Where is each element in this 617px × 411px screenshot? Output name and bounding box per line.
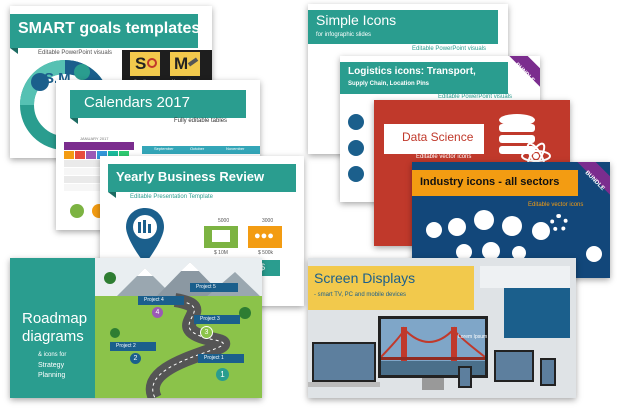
review-banner	[108, 164, 296, 192]
pin-3: 3	[200, 326, 213, 339]
calendars-month: JANUARY 2017	[80, 136, 109, 141]
industry-subtitle: Editable vector icons	[528, 202, 584, 208]
review-value-3: $ 10M	[214, 250, 228, 256]
calendars-month-2: October	[190, 146, 205, 151]
screens-lorem: Lorem Ipsum	[458, 334, 488, 340]
datasci-title: Data Science	[402, 130, 474, 144]
screens-subtitle: - smart TV, PC and mobile devices	[314, 292, 407, 298]
roadmap-illustration	[95, 262, 262, 398]
screens-banner	[308, 266, 474, 310]
ship-icon	[348, 140, 364, 156]
smart-tile-m: M	[170, 52, 200, 76]
database-icon	[499, 114, 535, 154]
money-bag-icon: $	[260, 262, 266, 272]
industry-circle-icon	[482, 242, 500, 260]
tablet-screen	[494, 350, 534, 382]
project-flag-3: Project 3	[194, 315, 240, 324]
review-value-1: 5000	[218, 218, 230, 224]
calendars-title: Calendars 2017	[84, 94, 190, 111]
logistics-subtitle: Editable PowerPoint visuals	[438, 94, 513, 100]
gear-icon	[550, 214, 568, 232]
project-flag-1: Project 1	[198, 354, 244, 363]
phone-screen	[458, 366, 472, 388]
industry-bundle-ribbon	[573, 162, 610, 208]
pin-1: 1	[216, 368, 229, 381]
datasci-subtitle: Editable vector icons	[416, 154, 472, 160]
review-value-2: 3000	[262, 218, 274, 224]
plane-icon	[348, 166, 364, 182]
simple-subtitle: for infographic slides	[316, 32, 372, 38]
project-flag-4: Project 4	[138, 296, 184, 305]
industry-circle-icon	[586, 246, 602, 262]
industry-circle-icon	[456, 244, 472, 260]
roadmap-title-1: Roadmap	[22, 310, 88, 327]
review-title: Yearly Business Review	[116, 169, 265, 184]
project-flag-2: Project 2	[110, 342, 156, 351]
smart-title: SMART goals templates	[18, 20, 201, 37]
screens-title: Screen Displays	[314, 270, 416, 286]
calendars-subtitle: Fully editable tables	[174, 118, 228, 124]
logistics-banner	[340, 62, 508, 94]
review-banner-fold	[108, 192, 116, 198]
smart-banner	[10, 14, 198, 48]
calendars-month-1: September	[154, 146, 174, 151]
simple-subtitle-2: Editable PowerPoint visuals	[412, 46, 487, 52]
laptop-base	[308, 382, 380, 387]
phone-screen	[540, 358, 556, 386]
industry-circle-icon	[512, 246, 526, 260]
smart-banner-fold	[10, 48, 18, 54]
roadmap-sub-1: & icons for	[38, 352, 67, 358]
review-subtitle: Editable Presentation Template	[130, 194, 213, 200]
factory-icon	[212, 230, 230, 242]
industry-circle-icon	[448, 218, 466, 236]
project-flag-5: Project 5	[190, 283, 238, 292]
calendars-banner	[70, 90, 246, 118]
monitor-stand	[422, 378, 444, 390]
simple-banner	[308, 10, 498, 44]
smart-tile-s: S	[130, 52, 160, 76]
industry-circle-icon	[474, 210, 494, 230]
calendars-month-strip	[142, 146, 260, 154]
atom-icon	[521, 142, 551, 170]
screen-displays-card[interactable]: Screen Displays - smart TV, PC and mobil…	[308, 258, 576, 398]
review-value-4: $ 500k	[258, 250, 274, 256]
industry-title: Industry icons - all sectors	[420, 176, 560, 188]
roadmap-card[interactable]: Roadmap diagrams & icons for Strategy Pl…	[10, 258, 262, 398]
bridge-illustration	[381, 319, 485, 375]
industry-banner	[412, 170, 578, 196]
pin-2: 2	[130, 353, 141, 364]
calendars-month-3: November	[226, 146, 245, 151]
roadmap-sub-3: Planning	[38, 372, 66, 379]
datasci-white-panel	[384, 124, 484, 154]
laptop-screen	[312, 342, 376, 382]
industry-circle-icon	[532, 222, 550, 240]
check-icon	[70, 204, 84, 218]
logistics-title: Logistics icons: Transport,	[348, 66, 476, 77]
smart-subtitle: Editable PowerPoint visuals	[38, 50, 113, 56]
roadmap-left-panel	[10, 258, 95, 398]
target-icon	[147, 58, 157, 68]
calendar-grid	[64, 142, 134, 191]
roadmap-title-2: diagrams	[22, 328, 84, 345]
people-icon: ●●●	[254, 230, 274, 242]
roadmap-sub-2: Strategy	[38, 362, 65, 369]
screens-tv-logo-area	[480, 266, 570, 288]
calendars-banner-fold	[70, 118, 78, 124]
truck-icon	[348, 114, 364, 130]
industry-circle-icon	[426, 222, 442, 238]
location-pin-icon	[126, 208, 164, 264]
tv-screen	[504, 288, 570, 338]
industry-circle-icon	[502, 216, 522, 236]
ruler-icon	[187, 57, 199, 67]
review-tile-orange	[248, 226, 282, 248]
pin-4: 4	[152, 307, 163, 318]
simple-title: Simple Icons	[316, 12, 397, 28]
logistics-title-2: Supply Chain, Location Pins	[348, 81, 430, 87]
